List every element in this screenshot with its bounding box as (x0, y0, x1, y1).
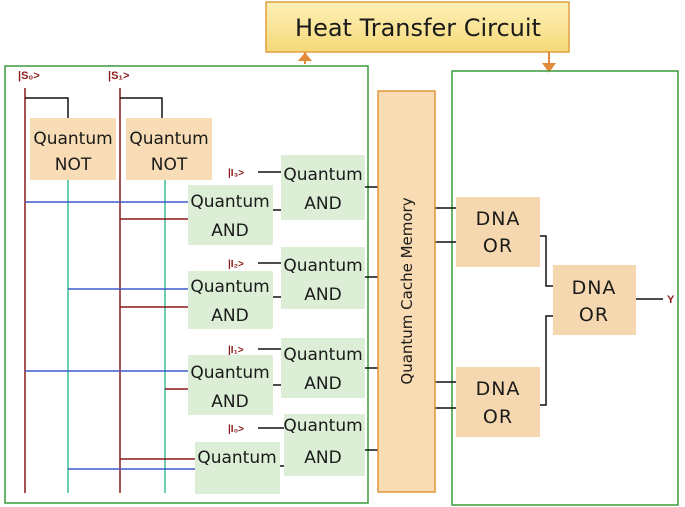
svg-text:AND: AND (304, 448, 341, 468)
svg-text:NOT: NOT (151, 155, 188, 175)
svg-text:AND: AND (304, 374, 341, 394)
svg-text:DNA: DNA (572, 277, 617, 299)
svg-text:Quantum: Quantum (197, 448, 276, 468)
quantum-and-gate-i3: Quantum AND (281, 155, 365, 220)
and-chain-wires (273, 209, 284, 467)
output-label-y: Y (667, 294, 675, 306)
svg-text:DNA: DNA (476, 208, 521, 230)
dna-or-gate-top: DNA OR (456, 197, 540, 267)
svg-text:NOT: NOT (55, 155, 92, 175)
svg-text:OR: OR (579, 304, 609, 326)
svg-text:Quantum: Quantum (190, 277, 269, 297)
quantum-not-gate-s1: Quantum NOT (126, 118, 212, 180)
right-circuit-frame (451, 70, 679, 506)
input-label-i2: |I₂> (228, 259, 244, 270)
not-input-wires (25, 97, 163, 118)
svg-text:Quantum: Quantum (283, 345, 362, 365)
title-box (265, 1, 570, 53)
svg-text:Quantum: Quantum (283, 165, 362, 185)
svg-text:Quantum: Quantum (129, 129, 208, 149)
quantum-and-gate-a3: Quantum AND (188, 185, 273, 245)
svg-text:AND: AND (304, 194, 341, 214)
or-chain-wires (540, 235, 663, 406)
svg-text:AND: AND (211, 306, 248, 326)
svg-text:AND: AND (304, 285, 341, 305)
quantum-not-gate-s0: Quantum NOT (30, 118, 116, 180)
dna-or-gate-final: DNA OR (553, 265, 636, 335)
input-label-i1: |I₁> (228, 345, 244, 356)
dna-or-gate-bottom: DNA OR (456, 367, 540, 437)
svg-text:AND: AND (211, 221, 248, 241)
vertical-wires (24, 88, 166, 493)
input-label-s0: |S₀> (18, 70, 40, 82)
quantum-and-gate-i2: Quantum AND (281, 247, 365, 309)
memory-output-wires (435, 207, 456, 409)
svg-text:Quantum: Quantum (283, 256, 362, 276)
and-input-wires (25, 201, 195, 470)
input-label-s1: |S₁> (108, 70, 129, 82)
svg-text:Quantum: Quantum (283, 416, 362, 436)
quantum-and-gate-a0: Quantum (195, 442, 280, 494)
svg-text:AND: AND (211, 392, 248, 412)
svg-text:Quantum: Quantum (190, 192, 269, 212)
svg-text:DNA: DNA (476, 378, 521, 400)
input-label-i0: |I₀> (228, 424, 244, 435)
title-text: Heat Transfer Circuit (295, 14, 541, 42)
svg-text:Quantum: Quantum (33, 129, 112, 149)
title-arrows (297, 52, 556, 73)
svg-text:OR: OR (483, 235, 513, 257)
svg-text:Quantum Cache Memory: Quantum Cache Memory (398, 197, 416, 384)
and-output-wires (365, 186, 378, 451)
quantum-and-gate-i0: Quantum AND (283, 414, 365, 476)
svg-text:Quantum: Quantum (190, 363, 269, 383)
left-circuit-frame (4, 65, 369, 504)
quantum-cache-memory: Quantum Cache Memory (377, 90, 436, 493)
svg-text:OR: OR (483, 406, 513, 428)
input-label-i3: |I₃> (228, 168, 244, 179)
quantum-and-gate-a2: Quantum AND (188, 271, 273, 329)
quantum-and-gate-a1: Quantum AND (188, 355, 273, 415)
quantum-and-gate-i1: Quantum AND (281, 338, 365, 398)
i-input-wires (258, 171, 284, 429)
